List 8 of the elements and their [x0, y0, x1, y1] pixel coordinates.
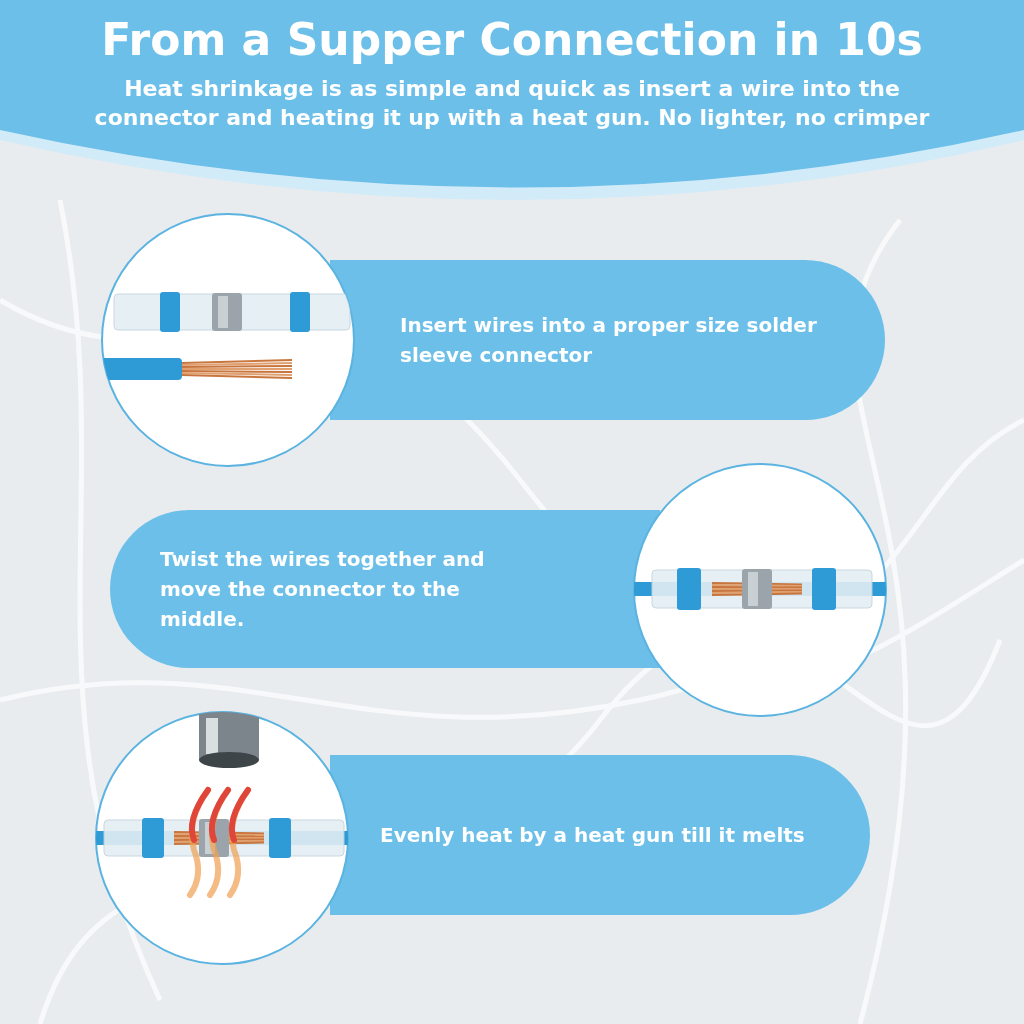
photo-circle [94, 710, 350, 966]
subtitle: Heat shrinkage is as simple and quick as insert a wire into the connector and heating it up with a heat gun. No lighter, no crimper [93, 75, 931, 132]
step-text: Twist the wires together and move the connector to the middle. [160, 546, 486, 633]
title: From a Supper Connection in 10s [100, 13, 924, 67]
photo-circle [632, 462, 888, 718]
step-text: Insert wires into a proper size solder sleeve connector [400, 312, 818, 369]
step-text: Evenly heat by a heat gun till it melts [380, 822, 805, 849]
photo-circle [100, 212, 356, 468]
